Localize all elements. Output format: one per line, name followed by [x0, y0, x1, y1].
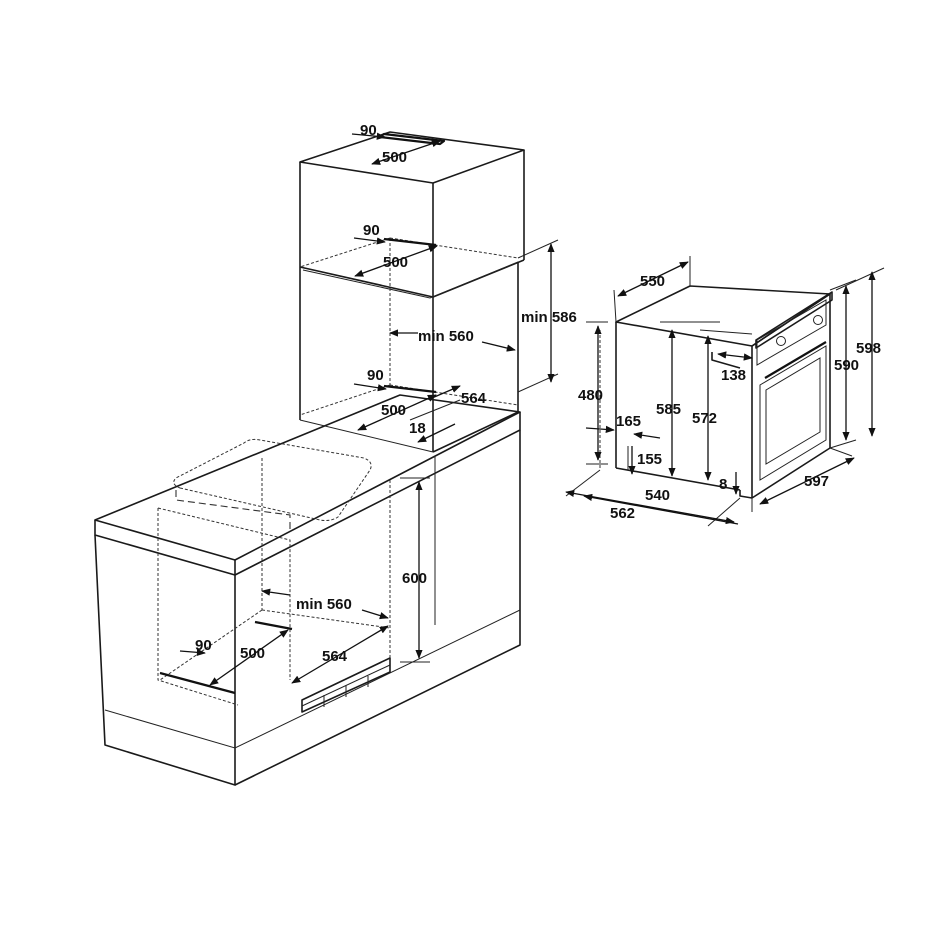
tall-cabinet	[299, 131, 525, 453]
oven-labels: 550 480 585 572 138 590 598 165 155 8 54…	[578, 273, 881, 522]
base-cabinet	[94, 394, 521, 786]
label-rear-offset: 165	[616, 413, 641, 430]
label-rear-height: 480	[578, 387, 603, 404]
label-panel-offset: 138	[721, 367, 746, 384]
label-base-height: 600	[402, 570, 427, 587]
right-knob-icon	[813, 315, 823, 325]
label-base-min-width: min 560	[296, 596, 352, 613]
label-upper-vent-width: 500	[383, 254, 408, 271]
lower-vent-strip	[383, 384, 437, 394]
label-outer-height: 590	[834, 357, 859, 374]
control-panel	[756, 299, 827, 366]
label-tall-shelf: 18	[409, 420, 426, 437]
left-knob-icon	[776, 336, 786, 346]
oven-dimension-lines	[565, 256, 885, 527]
label-tall-min-height: min 586	[521, 309, 577, 326]
label-top-depth: 550	[640, 273, 665, 290]
door	[759, 345, 827, 481]
base-vent-strip	[159, 671, 236, 695]
label-upper-vent-depth: 90	[363, 222, 380, 239]
upper-vent-strip	[383, 237, 437, 247]
label-base-vent-depth: 90	[195, 637, 212, 654]
label-base-niche-depth: 564	[322, 648, 348, 665]
label-tall-min-width: min 560	[418, 328, 474, 345]
label-rear-step: 155	[637, 451, 662, 468]
label-total-height: 598	[856, 340, 881, 357]
hob-cutout	[173, 438, 372, 522]
label-top-vent-depth: 90	[360, 122, 377, 139]
label-lower-vent-depth: 90	[367, 367, 384, 384]
left-dimension-lines	[179, 132, 559, 686]
left-labels: 90 500 90 500 min 560 min 586 90 500 564…	[195, 122, 577, 665]
label-base-vent-width: 500	[240, 645, 265, 662]
base-vent-strip-top	[254, 620, 293, 631]
label-body-depth: 540	[645, 487, 670, 504]
label-inner-height: 572	[692, 410, 717, 427]
label-lower-vent-width: 500	[381, 402, 406, 419]
worktop	[94, 394, 521, 561]
door-handle	[764, 341, 827, 379]
label-body-height: 585	[656, 401, 681, 418]
oven	[599, 285, 833, 499]
door-window	[765, 357, 821, 465]
label-front-width: 597	[804, 473, 829, 490]
label-base-gap: 8	[719, 476, 727, 493]
label-total-depth: 562	[610, 505, 635, 522]
label-tall-niche-depth: 564	[461, 390, 487, 407]
label-top-vent-width: 500	[382, 149, 407, 166]
plinth-vent	[301, 657, 391, 713]
